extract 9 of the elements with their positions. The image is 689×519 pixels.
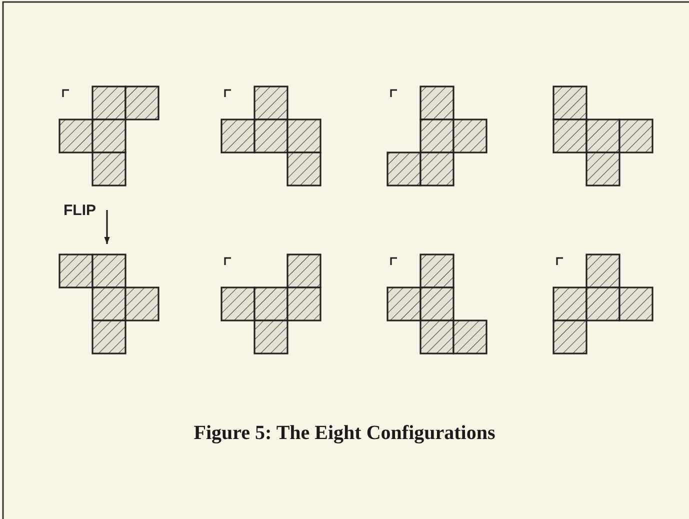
pentomino-drawing	[221, 254, 321, 354]
figure-caption: Figure 5: The Eight Configurations	[192, 422, 496, 445]
pentomino-drawing	[553, 86, 653, 186]
pentomino-drawing	[59, 254, 159, 354]
pentomino-drawing	[59, 86, 159, 186]
pentomino-drawing	[387, 86, 487, 186]
pentomino-drawing	[553, 254, 653, 354]
pentomino-drawing	[387, 254, 487, 354]
pentomino-drawing	[221, 86, 321, 186]
